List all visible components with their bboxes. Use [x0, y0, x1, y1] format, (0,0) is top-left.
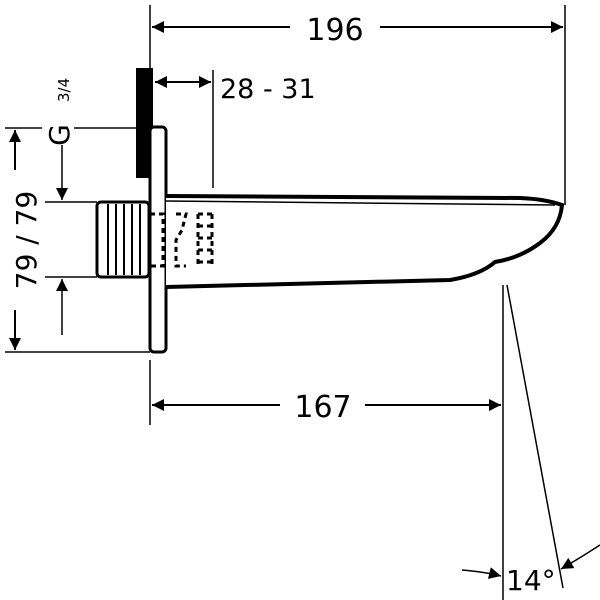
hidden-internals — [148, 212, 214, 268]
dimension-thread-diameter — [45, 145, 97, 335]
dimension-angle: 14° — [461, 284, 600, 597]
dimension-outlet-reach: 167 — [149, 285, 504, 600]
dimension-wall-distance: 28 - 31 — [155, 70, 316, 188]
dimension-overall-length: 196 — [149, 5, 566, 205]
spout-body — [165, 194, 565, 289]
thread-size-label: 3/4 — [55, 78, 73, 102]
dimension-center-height: 79 / 79 G 3/4 — [5, 78, 150, 353]
thread-connector — [95, 200, 151, 279]
outlet-reach-label: 167 — [294, 390, 351, 425]
center-height-label: 79 / 79 — [10, 191, 43, 290]
overall-length-label: 196 — [306, 13, 363, 48]
thread-label: G — [43, 124, 76, 146]
wall-distance-label: 28 - 31 — [220, 74, 316, 105]
angle-label: 14° — [506, 564, 556, 597]
